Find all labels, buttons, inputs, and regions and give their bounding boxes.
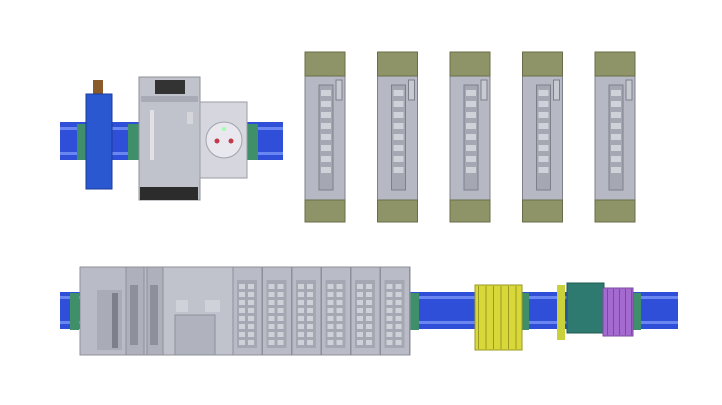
- servo-drive: [522, 51, 563, 223]
- purple-terminal-blocks: [602, 287, 634, 337]
- power-socket-module: [199, 101, 248, 179]
- servo-drive: [449, 51, 491, 223]
- servo-drive: [304, 51, 346, 223]
- power-supply-module: [138, 76, 201, 201]
- teal-terminal-blocks: [557, 282, 605, 340]
- io-module: [380, 266, 410, 356]
- io-module: [232, 266, 263, 356]
- servo-drive: [377, 51, 418, 223]
- rail-end-clips-bottom: [70, 293, 641, 330]
- servo-drive: [594, 51, 636, 223]
- servo-drives: [304, 51, 636, 223]
- io-module: [350, 266, 381, 356]
- io-modules: [232, 266, 410, 356]
- io-module: [262, 266, 292, 356]
- io-module: [321, 266, 351, 356]
- yellow-terminal-blocks: [474, 284, 523, 351]
- blue-relay-module: [85, 80, 113, 190]
- rail-end-clips-top: [77, 124, 258, 160]
- io-module: [291, 266, 322, 356]
